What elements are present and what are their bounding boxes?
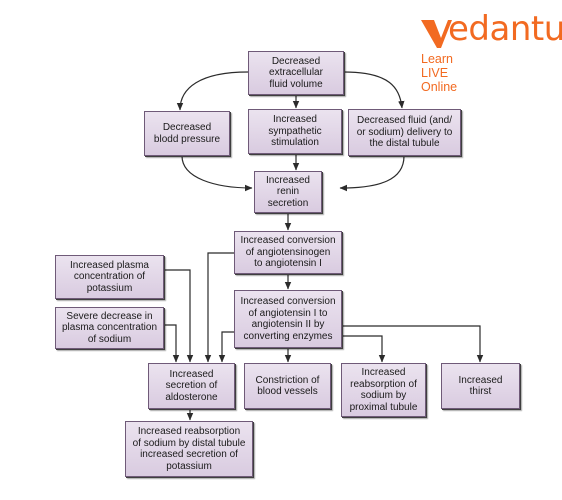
arrow-fluid-to-renin <box>339 155 405 192</box>
node-proximal-tubule-reabsorption: Increased reabsorption of sodium by prox… <box>341 363 426 417</box>
logo-tagline: Learn LIVE Online <box>421 52 458 94</box>
arrow-conv1-to-aldosterone <box>204 252 234 363</box>
node-increased-renin-secretion: Increased renin secretion <box>254 171 322 213</box>
node-decreased-fluid-delivery: Decreased fluid (and/ or sodium) deliver… <box>348 109 461 156</box>
node-plasma-potassium: Increased plasma concentration of potass… <box>55 255 164 299</box>
arrow-potassium-to-aldosterone <box>164 269 194 363</box>
arrow-ecf-to-fluid-delivery <box>343 71 405 109</box>
arrow-bp-to-renin <box>181 155 253 192</box>
arrow-conv2-to-thirst <box>342 325 484 363</box>
arrow-sodium-to-aldosterone <box>164 324 180 363</box>
node-decreased-ecf-volume: Decreased extracellular fluid volume <box>248 51 344 95</box>
node-blood-vessel-constriction: Constriction of blood vessels <box>244 363 331 409</box>
node-increased-thirst: Increased thirst <box>441 363 520 409</box>
logo-wordmark: edantu <box>448 9 562 49</box>
v-logo-icon <box>421 20 452 48</box>
arrow-conv2-to-proximal <box>342 335 386 363</box>
arrow-ecf-to-bp <box>176 71 249 111</box>
node-conversion-angiotensin-ii: Increased conversion of angiotensin I to… <box>234 290 342 348</box>
node-aldosterone-secretion: Increased secretion of aldosterone <box>148 363 235 409</box>
arrow-conv2-to-aldosterone <box>218 331 234 363</box>
node-conversion-angiotensinogen: Increased conversion of angiotensinogen … <box>234 231 342 274</box>
node-increased-sympathetic-stimulation: Increased sympathetic stimulation <box>248 109 342 154</box>
node-distal-tubule-reabsorption: Increased reabsorption of sodium by dist… <box>125 421 253 477</box>
node-plasma-sodium: Severe decrease in plasma concentration … <box>55 307 164 349</box>
node-decreased-blood-pressure: Decreased blodd pressure <box>144 111 230 156</box>
